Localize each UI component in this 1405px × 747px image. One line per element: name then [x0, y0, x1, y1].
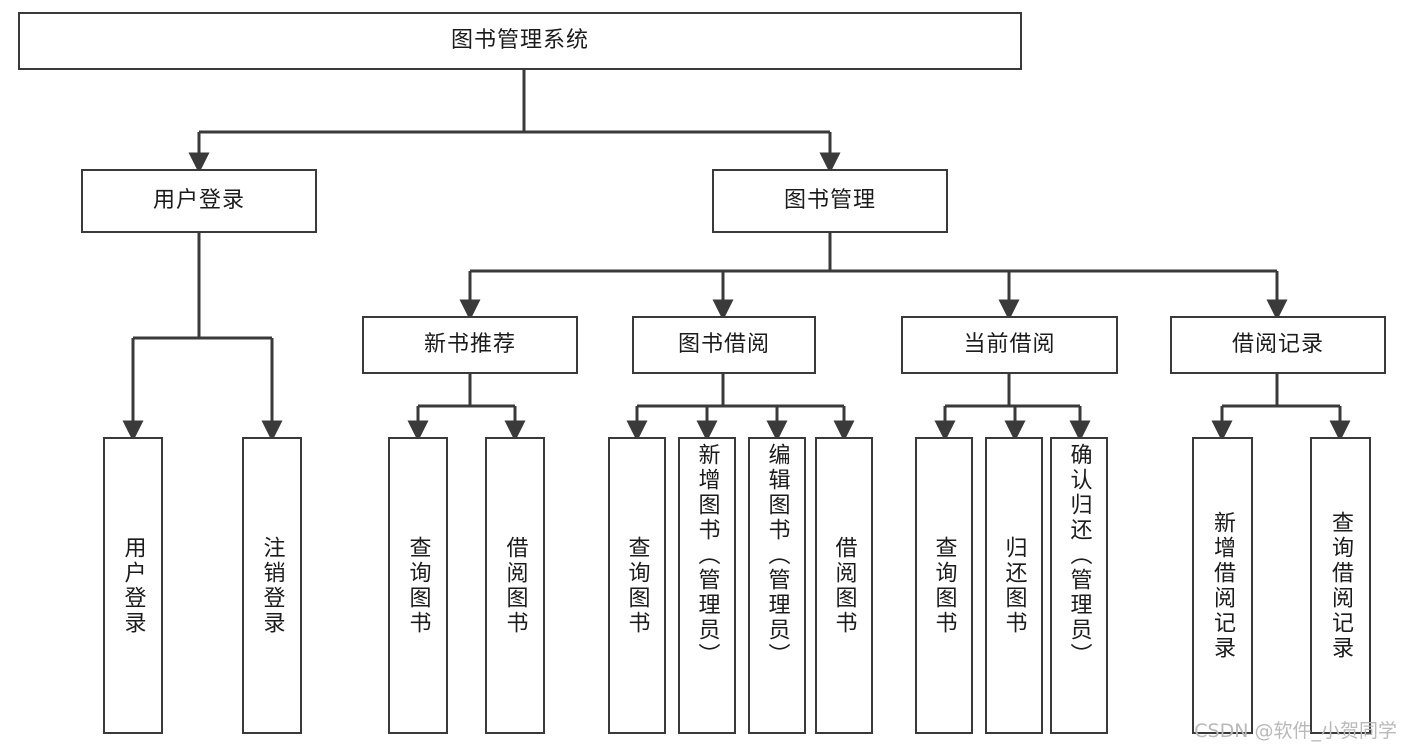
- node-label: 用户登录: [152, 188, 245, 214]
- node-label: 确认归还（管理员）: [1066, 443, 1092, 668]
- node-label: 查询图书: [405, 535, 431, 636]
- leaf-borrow-book-2[interactable]: 借阅图书: [815, 437, 873, 734]
- node-label: 注销登录: [259, 535, 285, 636]
- node-label: 借阅图书: [831, 535, 857, 636]
- leaf-confirm-return[interactable]: 确认归还（管理员）: [1050, 437, 1108, 734]
- leaf-user-login[interactable]: 用户登录: [103, 437, 163, 734]
- node-root-system[interactable]: 图书管理系统: [18, 12, 1022, 70]
- node-label: 借阅图书: [502, 535, 528, 636]
- node-book-management[interactable]: 图书管理: [712, 169, 948, 233]
- node-label: 编辑图书（管理员）: [764, 443, 790, 668]
- leaf-query-book-1[interactable]: 查询图书: [388, 437, 448, 734]
- node-label: 查询借阅记录: [1328, 510, 1354, 661]
- node-label: 用户登录: [120, 535, 146, 636]
- node-borrow-record[interactable]: 借阅记录: [1170, 316, 1386, 374]
- watermark: CSDN @软件_小贺同学: [1194, 720, 1397, 742]
- leaf-query-record[interactable]: 查询借阅记录: [1310, 437, 1371, 734]
- node-label: 新增借阅记录: [1210, 510, 1236, 661]
- node-new-book-recommend[interactable]: 新书推荐: [362, 316, 578, 374]
- leaf-add-book[interactable]: 新增图书（管理员）: [678, 437, 736, 734]
- leaf-query-book-2[interactable]: 查询图书: [608, 437, 666, 734]
- leaf-return-book[interactable]: 归还图书: [985, 437, 1043, 734]
- node-label: 查询图书: [624, 535, 650, 636]
- leaf-edit-book[interactable]: 编辑图书（管理员）: [748, 437, 806, 734]
- node-book-borrow[interactable]: 图书借阅: [632, 316, 816, 374]
- leaf-add-record[interactable]: 新增借阅记录: [1192, 437, 1253, 734]
- node-label: 当前借阅: [963, 332, 1056, 358]
- leaf-borrow-book-1[interactable]: 借阅图书: [485, 437, 545, 734]
- node-label: 新增图书（管理员）: [694, 443, 720, 668]
- node-label: 借阅记录: [1231, 332, 1324, 358]
- leaf-logout[interactable]: 注销登录: [242, 437, 302, 734]
- leaf-query-book-3[interactable]: 查询图书: [915, 437, 973, 734]
- node-user-login[interactable]: 用户登录: [81, 169, 317, 233]
- node-label: 图书借阅: [677, 332, 770, 358]
- node-label: 查询图书: [931, 535, 957, 636]
- node-current-borrow[interactable]: 当前借阅: [901, 316, 1118, 374]
- node-label: 归还图书: [1001, 535, 1027, 636]
- node-label: 图书管理: [783, 188, 876, 214]
- node-label: 新书推荐: [423, 332, 516, 358]
- node-label: 图书管理系统: [450, 28, 589, 54]
